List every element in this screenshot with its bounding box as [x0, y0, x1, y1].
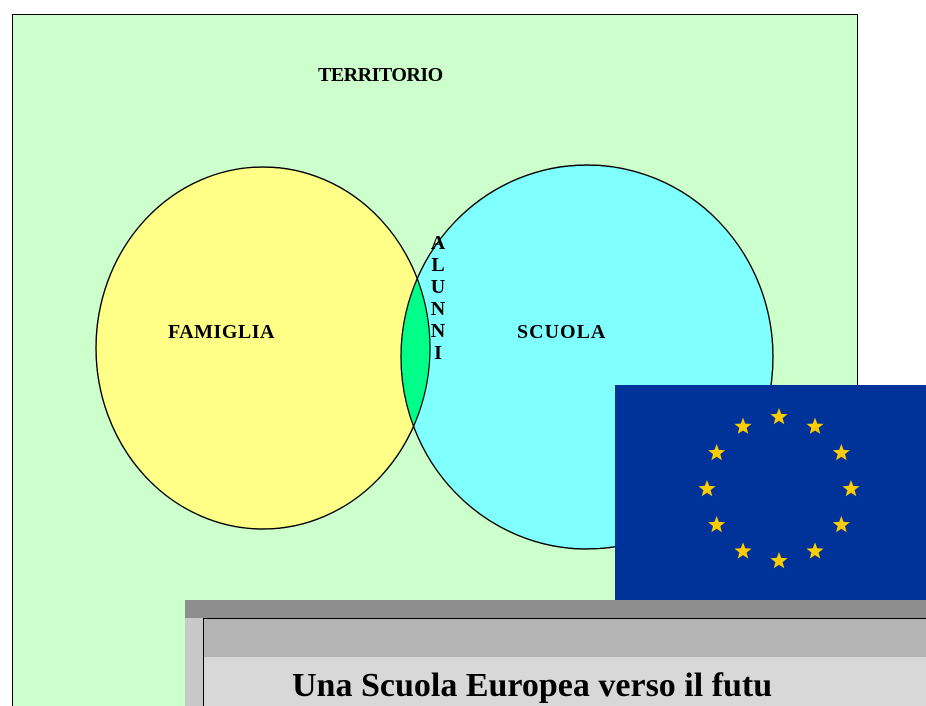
flag-star-icon: [734, 417, 752, 434]
banner-panel: Una Scuola Europea verso il futu: [203, 618, 926, 706]
family-circle: [95, 166, 431, 530]
family-label: FAMIGLIA: [168, 321, 275, 343]
flag-star-icon: [708, 444, 726, 461]
students-label: ALUNNI: [430, 232, 446, 364]
territory-label: TERRITORIO: [318, 64, 443, 86]
eu-flag: [615, 385, 926, 600]
eu-flag-stars: [698, 408, 860, 569]
flag-star-icon: [770, 552, 788, 569]
school-circle-outline: [400, 164, 774, 550]
flag-star-icon: [832, 516, 850, 533]
family-circle-outline: [95, 166, 431, 530]
flag-star-icon: [806, 417, 824, 434]
school-label: SCUOLA: [517, 321, 607, 343]
flag-star-icon: [832, 444, 850, 461]
flag-star-icon: [708, 516, 726, 533]
flag-star-icon: [842, 480, 860, 497]
banner-panel-band: [204, 619, 926, 657]
title-banner: Una Scuola Europea verso il futu: [185, 600, 926, 706]
banner-title: Una Scuola Europea verso il futu: [292, 667, 773, 704]
flag-star-icon: [734, 542, 752, 559]
flag-star-icon: [698, 480, 716, 497]
flag-star-icon: [770, 408, 788, 425]
banner-top-band: [185, 600, 926, 618]
flag-star-icon: [806, 542, 824, 559]
